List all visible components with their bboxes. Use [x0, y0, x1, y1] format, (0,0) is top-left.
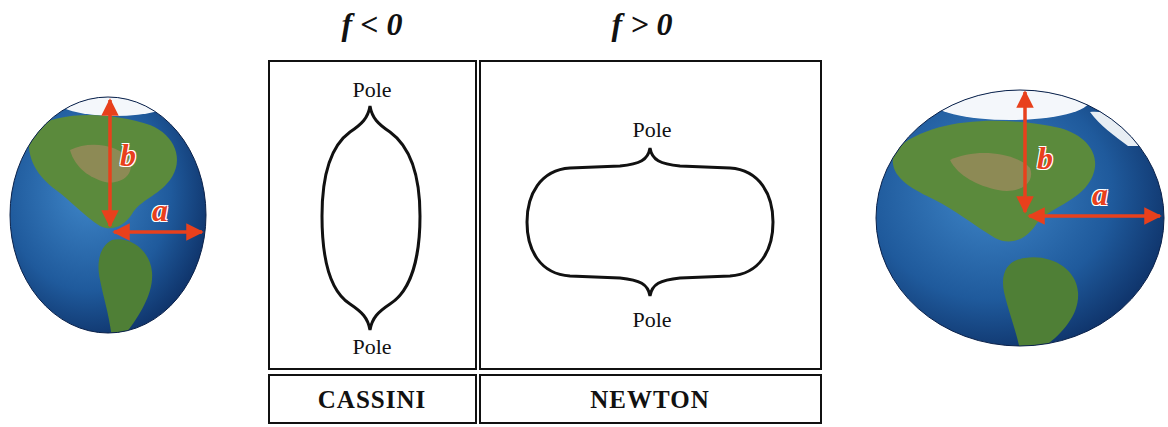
pole-label: Pole	[632, 309, 671, 331]
semi-major-arrow	[1029, 214, 1160, 218]
prolate-outline	[322, 106, 420, 330]
semi-minor-arrow	[108, 100, 112, 226]
newton-panel: f > 0PolePole	[479, 60, 822, 370]
author-name: NEWTON	[590, 386, 709, 411]
oblate-outline	[527, 148, 773, 296]
semi-major-label: a	[1092, 178, 1108, 210]
author-name: CASSINI	[318, 386, 426, 411]
flattening-heading: f < 0	[342, 8, 403, 40]
flattening-heading: f > 0	[612, 8, 673, 40]
pole-label: Pole	[352, 79, 391, 101]
earth-oblate	[876, 80, 1164, 350]
semi-major-arrow	[114, 230, 202, 234]
semi-minor-label: b	[120, 139, 136, 171]
pole-label: Pole	[632, 119, 671, 141]
pole-label: Pole	[352, 336, 391, 358]
earth-prolate	[10, 84, 206, 340]
semi-major-label: a	[152, 194, 168, 226]
name-band: NEWTON	[479, 374, 822, 424]
semi-minor-arrow	[1023, 92, 1027, 212]
semi-minor-label: b	[1037, 142, 1053, 174]
name-band: CASSINI	[268, 374, 477, 424]
cassini-panel: f < 0PolePole	[268, 60, 477, 370]
